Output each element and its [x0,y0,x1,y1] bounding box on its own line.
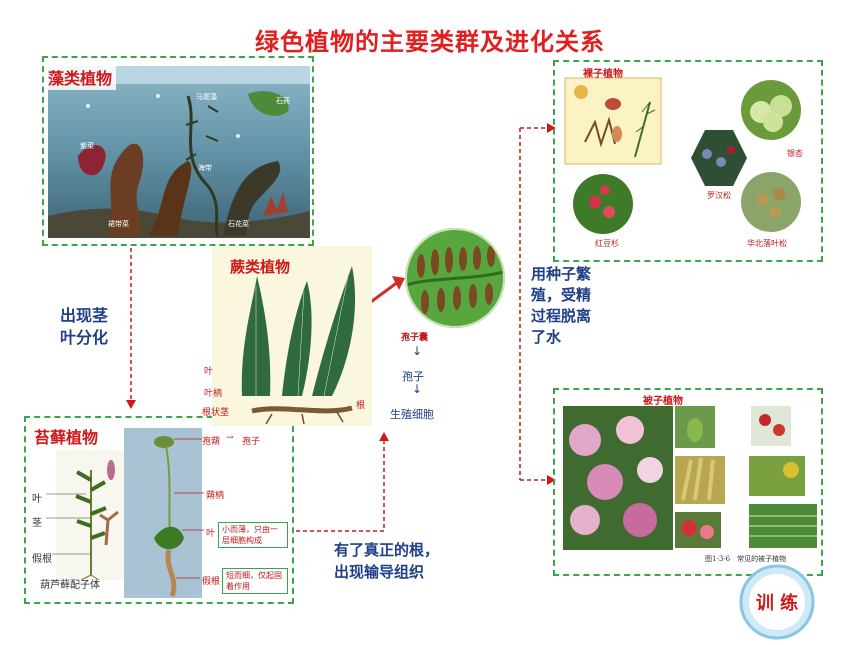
note-stem-leaf: 出现茎 叶分化 [60,306,109,347]
fern-part-petiole: 叶柄 [204,389,223,399]
arrowhead-moss-fern [379,432,389,441]
gymno-panel: 裸子植物 银杏 罗汉松 红豆杉 华北落叶松 [553,60,823,262]
moss-stalk-label: 蒴柄 [206,491,225,501]
fern-part-root: 根 [356,401,366,411]
moss-gametophyte-image [56,450,126,580]
seq-arrow-1: ↓ [412,344,423,358]
moss-spore-label: 孢子 [242,437,261,447]
angio-caption: 图1-3-6 常见的被子植物 [705,555,787,563]
note-root: 有了真正的根， 出现输导组织 [334,541,440,581]
arrowhead-zoom [392,276,405,290]
arrowhead-algae-moss [126,400,136,409]
algae-tag-6: 石花菜 [228,219,249,228]
algae-tag-3: 紫菜 [80,141,94,150]
gymno-caption-larch: 华北落叶松 [747,239,787,248]
angio-label: 被子植物 [643,396,683,407]
moss-leaf-label: 叶 [206,529,216,539]
moss-rhizoid-label: 假根 [202,577,221,587]
seq-reproductive-cell: 生殖细胞 [390,408,434,421]
moss-label: 苔藓植物 [34,428,99,447]
moss-panel: 苔藓植物 叶 茎 假根 葫芦藓配子体 孢蒴 → 孢子 蒴柄 叶 小而薄，只由一层… [24,416,294,604]
moss-left-label-stem: 茎 [32,518,42,529]
algae-tag-4: 海带 [198,163,212,172]
gymno-label: 裸子植物 [583,69,623,80]
train-button[interactable]: 训 练 [738,563,816,641]
gymno-caption-ginkgo: 银杏 [787,149,803,158]
fern-part-rhizome: 根状茎 [202,408,230,418]
angio-images [563,406,817,550]
algae-tag-5: 裙带菜 [108,219,129,228]
algae-panel: 马尾藻 石莼 紫菜 海带 裙带菜 石花菜 藻类植物 [42,56,314,246]
gymno-images [564,77,801,234]
moss-left-label-rhizoid: 假根 [32,554,52,565]
fern-label: 蕨类植物 [230,258,291,276]
train-button-shape [739,564,815,640]
algae-image: 马尾藻 石莼 紫菜 海带 裙带菜 石花菜 [48,66,310,238]
train-button-label: 训 练 [755,593,799,614]
seq-arrow-2: ↓ [412,382,423,396]
sorus-zoom-image [405,228,505,328]
gymno-caption-podocarpus: 罗汉松 [707,191,731,200]
moss-leaf-note: 小而薄，只由一层细胞构成 [218,522,288,548]
moss-capsule-arrow: → [226,433,234,443]
gymno-caption-taxus: 红豆杉 [595,239,619,248]
fern-group: 蕨类植物 叶 叶柄 根状茎 根 [202,246,372,426]
moss-sporophyte-image [124,428,202,598]
algae-tag-2: 石莼 [276,96,290,105]
page-title: 绿色植物的主要类群及进化关系 [255,27,605,56]
fern-image [212,246,372,426]
algae-tag-1: 马尾藻 [196,92,217,101]
moss-left-label-leaf: 叶 [32,494,42,505]
algae-label: 藻类植物 [44,64,117,90]
fern-sequence: 孢子囊 ↓ 孢子 ↓ 生殖细胞 [390,330,460,430]
moss-leader-lines [46,438,204,579]
note-seed: 用种子繁 殖，受精 过程脱离 了水 [531,265,592,346]
arrowhead-to-angio [547,475,556,485]
moss-caption: 葫芦藓配子体 [40,580,100,591]
moss-capsule-label: 孢蒴 [202,437,221,447]
seq-sporangium: 孢子囊 [401,333,429,343]
arrowhead-to-gymno [547,123,556,133]
fern-part-leaf: 叶 [204,367,214,377]
moss-rhizoid-note: 短而细，仅起固着作用 [222,568,288,594]
seq-spore: 孢子 [402,370,424,383]
angio-panel: 被子植物 图1-3-6 常见的被子植物 [553,388,823,576]
